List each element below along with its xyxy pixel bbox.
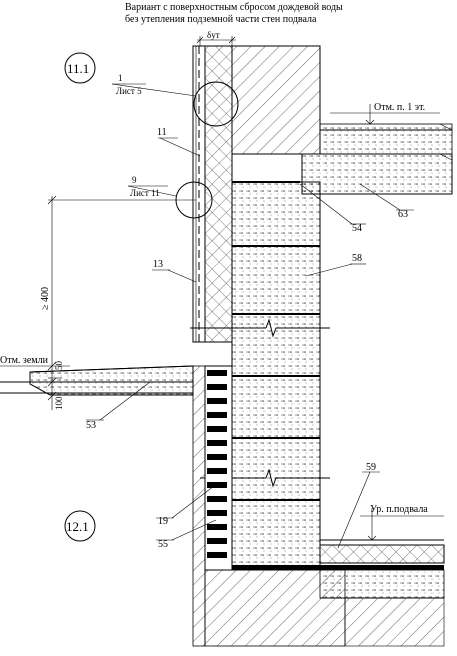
dim-100-label: 100: [54, 396, 64, 410]
dim-50-label: 50: [54, 361, 64, 371]
floor-slab-1st-floor: [301, 123, 453, 195]
leader-54: 54: [299, 183, 366, 234]
insulation-thickness-dimension: δут: [196, 30, 236, 48]
label-59: 59: [366, 462, 376, 473]
leader-13: 13: [152, 259, 197, 283]
height-dimension: ≥ 400 50 100: [40, 195, 196, 410]
callout-2-sheet: Лист 11: [130, 188, 160, 198]
level-mark-ground: Отм. земли: [0, 355, 70, 367]
insulation-layer: [204, 45, 233, 343]
label-58: 58: [352, 253, 362, 264]
leader-19: 19: [156, 485, 215, 527]
upper-wall: [231, 45, 321, 155]
level-floor1-label: Отм. п. 1 эт.: [374, 102, 425, 113]
brick-plinth: [204, 365, 233, 571]
facade-facing: [192, 45, 206, 343]
title-line-1: Вариант с поверхностным сбросом дождевой…: [125, 2, 343, 13]
label-13: 13: [153, 259, 163, 270]
section-mark-upper-label: 11.1: [67, 61, 89, 76]
leader-11: 11: [157, 127, 201, 157]
callout-1-sheet: Лист 5: [116, 86, 142, 96]
label-53: 53: [86, 420, 96, 431]
detail-callout-1: 1 Лист 5: [111, 73, 239, 127]
label-11: 11: [157, 127, 167, 138]
label-19: 19: [158, 516, 168, 527]
section-mark-lower-label: 12.1: [66, 519, 89, 534]
break-line-upper: [190, 318, 330, 338]
title-line-2: без утепления подземной части стен подва…: [125, 14, 317, 25]
dim-height-label: ≥ 400: [40, 287, 51, 310]
block-wall: [231, 181, 321, 571]
section-mark-upper: 11.1: [64, 52, 96, 84]
leader-53: 53: [86, 381, 151, 431]
section-mark-lower: 12.1: [64, 510, 96, 542]
basement-floor: [232, 539, 445, 647]
label-54: 54: [352, 223, 362, 234]
blind-area: [29, 365, 194, 396]
insulation-thickness-label: δут: [207, 30, 220, 40]
leader-55: 55: [156, 519, 217, 550]
level-mark-floor1: Отм. п. 1 эт.: [330, 102, 440, 125]
leader-63: 63: [359, 183, 414, 220]
label-55: 55: [158, 539, 168, 550]
level-ground-label: Отм. земли: [0, 355, 49, 366]
callout-2-number: 9: [132, 175, 137, 185]
leader-58: 58: [305, 253, 366, 277]
level-mark-basement: Ур. п.подвала: [360, 504, 444, 541]
leader-59: 59: [337, 462, 380, 549]
callout-1-number: 1: [118, 73, 123, 83]
level-basement-label: Ур. п.подвала: [370, 504, 428, 515]
label-63: 63: [398, 209, 408, 220]
